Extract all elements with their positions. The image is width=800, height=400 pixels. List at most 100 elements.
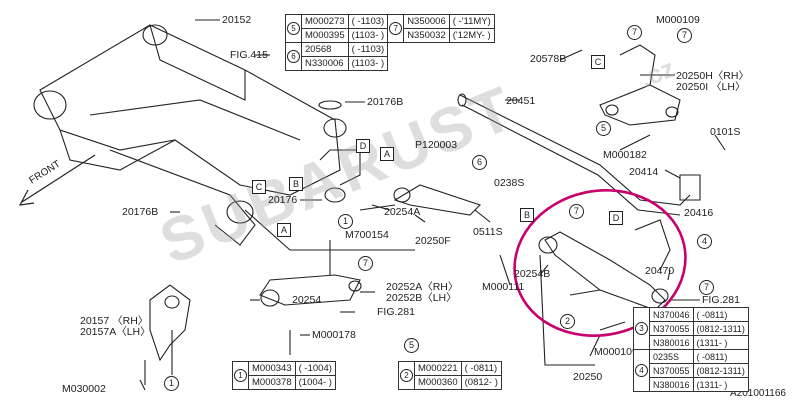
label-m000182: M000182: [603, 149, 647, 161]
stabilizer-bar: [459, 94, 691, 206]
label-20414: 20414: [629, 166, 659, 178]
highlight-ring: [513, 189, 687, 337]
table-cell: M000221: [414, 361, 462, 376]
callout-circle-2: 2: [560, 314, 575, 329]
table-cell: (1103- ): [347, 28, 389, 43]
label-0511s: 0511S: [473, 226, 503, 238]
table-cell: ( -'11MY): [448, 14, 495, 29]
label-20254a: 20254A: [384, 206, 421, 218]
table-cell: (0812- ): [460, 375, 502, 390]
label-20152: 20152: [222, 14, 252, 26]
lateral-link: [259, 274, 361, 306]
label-m000178: M000178: [312, 329, 356, 341]
table-cell: ( -1103): [347, 14, 389, 29]
label-20254b: 20254B: [514, 268, 551, 280]
subframe: [39, 24, 341, 196]
callout-box-c-left: C: [252, 180, 266, 194]
label-m700154: M700154: [345, 229, 389, 241]
label-20578b: 20578B: [530, 53, 567, 65]
callout-box-d-right: D: [609, 211, 623, 225]
label-20254: 20254: [292, 294, 322, 306]
label-m000111: M000111: [482, 281, 525, 293]
callout-circle-7-top: 7: [627, 25, 642, 40]
table-num-7: 7: [389, 22, 403, 35]
table-cell: N370055: [649, 321, 694, 336]
table-cell: N350032: [403, 28, 450, 43]
label-20157: 20157 〈RH〉: [80, 315, 149, 327]
label-0101s: 0101S: [710, 126, 741, 138]
callout-circle-7-right: 7: [699, 280, 714, 295]
ref-table-top: 5 M000273 ( -1103) 7 N350006 ( -'11MY) M…: [285, 14, 495, 71]
table-cell: (1311- ): [692, 377, 749, 392]
label-20470: 20470: [645, 265, 675, 277]
table-cell: ( -1103): [347, 42, 389, 57]
table-cell: ( -0811): [692, 349, 749, 364]
label-20176b-left: 20176B: [122, 206, 159, 218]
label-20252b: 20252B〈LH〉: [386, 292, 457, 304]
label-0238s: 0238S: [494, 177, 525, 189]
table-cell: ('12MY- ): [448, 28, 495, 43]
table-cell: ( -0811): [460, 361, 502, 376]
callout-circle-1-bottom: 1: [164, 376, 179, 391]
label-20176b-top: 20176B: [367, 96, 404, 108]
label-fig281-mid: FIG.281: [377, 306, 415, 318]
callout-circle-5-upper: 5: [596, 121, 611, 136]
callout-box-a-left: A: [277, 223, 291, 237]
label-20157a: 20157A〈LH〉: [80, 326, 151, 338]
label-m000109-top: M000109: [656, 14, 700, 26]
table-cell: (1004- ): [294, 375, 336, 390]
callout-circle-7-topright: 7: [677, 28, 692, 43]
table-num-1: 1: [234, 369, 247, 382]
label-20252a: 20252A〈RH〉: [386, 281, 459, 293]
table-num-3: 3: [635, 322, 648, 335]
label-20451: 20451: [506, 95, 536, 107]
callout-box-d-center: D: [356, 139, 370, 153]
label-20416: 20416: [684, 207, 714, 219]
table-cell: N380016: [649, 377, 694, 392]
table-num-2: 2: [400, 369, 413, 382]
table-num-4: 4: [635, 364, 648, 377]
label-20250i: 20250I 〈LH〉: [676, 81, 746, 93]
table-cell: N370055: [649, 363, 694, 378]
table-cell: (0812-1311): [692, 363, 749, 378]
table-cell: N330006: [301, 56, 349, 71]
table-cell: 20568: [301, 42, 349, 57]
table-cell: (0812-1311): [692, 321, 749, 336]
table-cell: M000360: [414, 375, 462, 390]
ref-table-bottom-2: 2 M000221 ( -0811) M000360 (0812- ): [398, 361, 502, 390]
label-20250h: 20250H〈RH〉: [676, 70, 749, 82]
callout-circle-1-top: 1: [338, 214, 353, 229]
table-cell: N350006: [403, 14, 450, 29]
table-cell: (1103- ): [347, 56, 389, 71]
label-p120003: P120003: [415, 139, 458, 151]
label-fig415: FIG.415: [230, 49, 268, 61]
diagram-code: A201001166: [730, 388, 786, 399]
table-num-5: 5: [287, 22, 300, 35]
label-m000109-bottom: M000109: [594, 346, 638, 358]
front-arrow-icon: [18, 154, 96, 206]
table-cell: ( -0811): [692, 307, 749, 322]
callout-circle-7-mid: 7: [358, 256, 373, 271]
label-fig281-right: FIG.281: [702, 294, 740, 306]
table-cell: 0235S: [649, 349, 694, 364]
callout-box-b-left: B: [289, 177, 303, 191]
table-cell: N380016: [649, 335, 694, 350]
table-num-6: 6: [287, 50, 300, 63]
table-cell: M000343: [248, 361, 296, 376]
callout-circle-5-lower: 5: [404, 338, 419, 353]
ref-table-bottom-1: 1 M000343 ( -1004) M000378 (1004- ): [232, 361, 336, 390]
table-cell: ( -1004): [294, 361, 336, 376]
label-m030002: M030002: [62, 383, 106, 395]
callout-circle-7-lower: 7: [569, 204, 584, 219]
label-20250f: 20250F: [415, 235, 451, 247]
table-cell: (1311- ): [692, 335, 749, 350]
lower-arm: [544, 231, 666, 311]
table-cell: N370046: [649, 307, 694, 322]
callout-box-a-center: A: [380, 147, 394, 161]
table-cell: M000378: [248, 375, 296, 390]
ref-table-right: 3 N370046 ( -0811) N370055 (0812-1311) N…: [633, 307, 749, 392]
label-20250: 20250: [573, 371, 603, 383]
callout-circle-4: 4: [697, 234, 712, 249]
